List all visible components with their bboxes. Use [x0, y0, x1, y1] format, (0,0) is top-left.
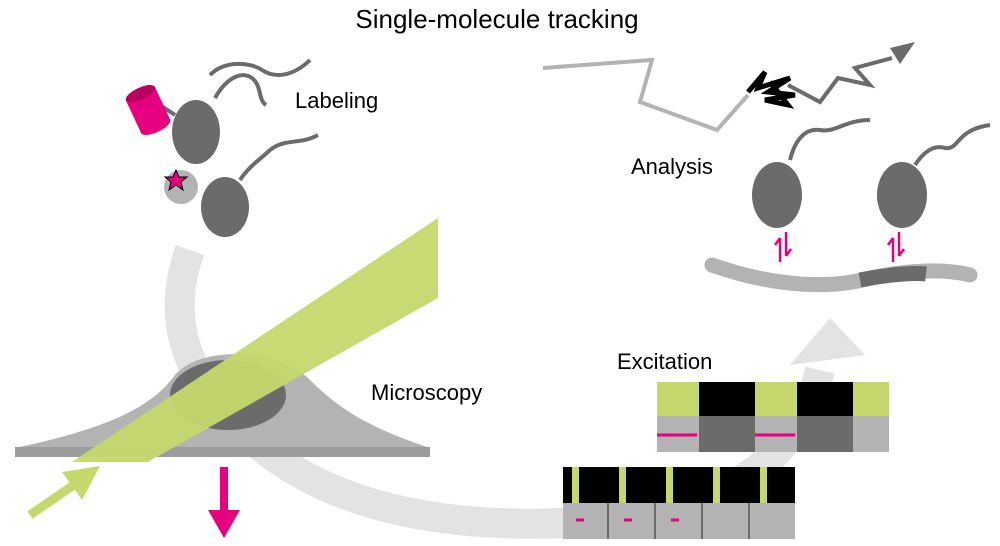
protein-icon	[877, 162, 927, 228]
magenta-star-icon	[163, 168, 189, 192]
protein-icon	[172, 100, 220, 164]
excitation-pattern-continuous	[657, 382, 889, 452]
excitation-pattern-stroboscopic	[563, 467, 795, 539]
green-beam-icon	[72, 218, 438, 462]
label-analysis: Analysis	[631, 154, 713, 179]
magenta-arrow-icon	[208, 467, 240, 538]
protein-icon	[201, 177, 249, 237]
labeling-illustration	[125, 58, 319, 237]
label-microscopy: Microscopy	[371, 380, 482, 405]
single-molecule-trajectory	[542, 42, 915, 133]
diagram-title: Single-molecule tracking	[355, 4, 638, 34]
label-labeling: Labeling	[295, 88, 378, 113]
protein-icon	[752, 162, 802, 228]
label-excitation: Excitation	[617, 349, 712, 374]
analysis-illustration	[704, 118, 991, 293]
double-arrow-icon	[773, 232, 793, 262]
dna-strand	[704, 257, 978, 293]
excitation-laser-arrow	[27, 466, 100, 519]
coverslip	[15, 447, 430, 457]
double-arrow-icon	[886, 232, 906, 262]
protein-tail	[213, 73, 268, 107]
magenta-cylinder-icon	[125, 85, 171, 135]
